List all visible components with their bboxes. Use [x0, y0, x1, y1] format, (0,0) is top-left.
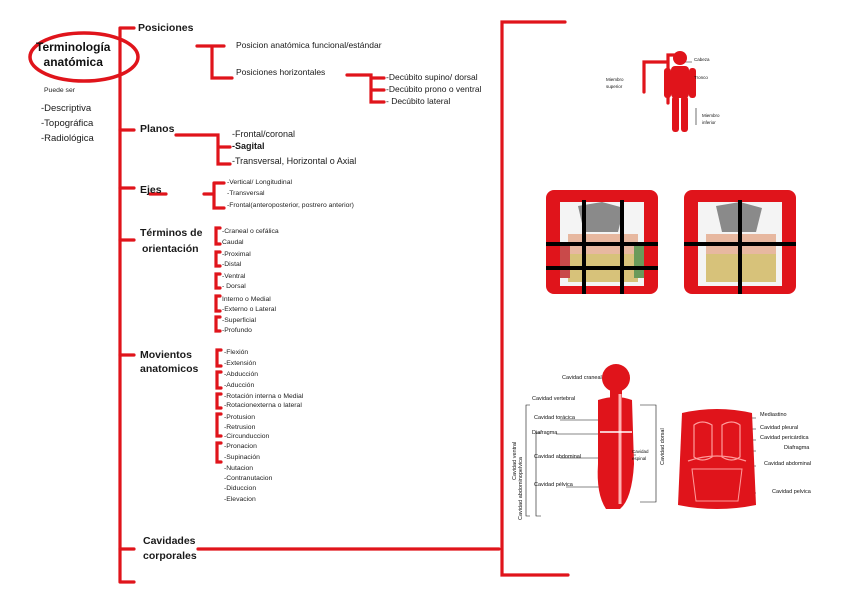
plano-transversal: -Transversal, Horizontal o Axial: [232, 156, 357, 166]
decubito-supino: -Decúbito supino/ dorsal: [386, 72, 478, 82]
label-mediastino: Mediastino: [760, 412, 787, 418]
category-terminos-line1: Términos de: [140, 227, 203, 239]
label-diafragma-torso: Diafragma: [784, 445, 810, 451]
plano-frontal: -Frontal/coronal: [232, 129, 296, 139]
root-title: Terminología anatómica: [36, 40, 110, 70]
label-cavidad-dorsal: Cavidad dorsal: [660, 428, 666, 465]
mov-diduccion: -Diduccion: [224, 485, 257, 492]
category-movientos-line1: Movientos: [140, 349, 192, 361]
mov-supinacion: -Supinación: [224, 454, 260, 461]
mov-aduccion: -Aducción: [224, 382, 255, 389]
eje-frontal: -Frontal(anteroposterior, postrero anter…: [227, 202, 354, 209]
label-cavidad-abdominal: Cavidad abdominal: [534, 454, 582, 460]
mov-contranutacion: -Contranutacion: [224, 475, 273, 482]
posicion-funcional: Posicion anatómica funcional/estándar: [236, 40, 382, 50]
mov-protusion: -Protusion: [224, 414, 255, 421]
root-title-line1: Terminología: [36, 40, 111, 54]
eje-transversal: -Transversal: [227, 190, 265, 197]
label-tronco: Tronco: [694, 75, 708, 80]
label-cavidad-abdominopelvica: Cavidad abdominopelvica: [518, 457, 524, 520]
decubito-lateral: - Decúbito lateral: [386, 96, 451, 106]
orientacion-distal: -Distal: [222, 261, 242, 268]
label-cavidad-toracica: Cavidad torácica: [534, 415, 575, 421]
category-movientos-line2: anatomicos: [140, 363, 199, 375]
torso-cavities-figure: [678, 409, 756, 509]
label-miembro-sup-1: Miembro: [606, 77, 624, 82]
orientacion-dorsal: - Dorsal: [222, 283, 246, 290]
label-cavidad-pelvica: Cavidad pélvica: [534, 482, 573, 488]
orientacion-lateral: -Externo o Lateral: [222, 306, 277, 313]
orientacion-ventral: -Ventral: [222, 273, 246, 280]
posiciones-horizontales: Posiciones horizontales: [236, 67, 326, 77]
mov-flexion: -Flexión: [224, 349, 249, 356]
mov-rotacion-externa: -Rotacionexterna o lateral: [224, 402, 302, 409]
decubito-prono: -Decúbito prono o ventral: [386, 84, 482, 94]
label-cavidad-espinal-2: espinal: [632, 456, 647, 461]
orientacion-proximal: -Proximal: [222, 251, 251, 258]
type-descriptiva: -Descriptiva: [41, 103, 92, 114]
root-title-line2: anatómica: [43, 55, 103, 69]
body-cavities-profile-figure: [597, 364, 634, 509]
mov-retrusion: -Retrusion: [224, 424, 256, 431]
category-terminos-line2: orientación: [142, 243, 199, 255]
eje-vertical: -Vertical/ Longitudinal: [227, 179, 292, 186]
mov-abduccion: -Abducción: [224, 371, 259, 378]
mov-nutacion: -Nutacion: [224, 465, 254, 472]
label-miembro-sup-2: superior: [606, 84, 623, 89]
label-cabeza: Cabeza: [694, 57, 710, 62]
mov-rotacion-interna: -Rotación interna o Medial: [224, 393, 304, 400]
label-cavidad-espinal-1: Cavidad: [632, 449, 649, 454]
orientacion-superficial: -Superficial: [222, 317, 256, 324]
orientacion-caudal: Caudal: [222, 239, 244, 246]
label-cavidad-pericardica: Cavidad pericárdica: [760, 435, 809, 441]
category-cavidades-line1: Cavidades: [143, 535, 196, 547]
category-posiciones: Posiciones: [138, 22, 194, 34]
label-cavidad-craneal: Cavidad craneal: [562, 375, 602, 381]
body-silhouette-figure: [664, 51, 696, 132]
label-miembro-inf-2: inferior: [702, 120, 716, 125]
mov-circunduccion: -Circunduccion: [224, 433, 270, 440]
label-cavidad-pleural: Cavidad pleural: [760, 425, 799, 431]
puede-ser-label: Puede ser: [44, 87, 75, 94]
label-cavidad-vertebral: Cavidad vertebral: [532, 396, 576, 402]
plano-sagital: -Sagital: [232, 141, 265, 151]
label-diafragma: Diafragma: [532, 430, 558, 436]
category-cavidades-line2: corporales: [143, 550, 197, 562]
label-cavidad-pelvica-torso: Cavidad pelvica: [772, 489, 811, 495]
mov-extension: -Extensión: [224, 360, 257, 367]
mov-elevacion: -Elevacion: [224, 496, 256, 503]
category-ejes: Ejes: [140, 184, 162, 196]
orientacion-profundo: -Profundo: [222, 327, 252, 334]
abdominal-regions-figure: [546, 190, 796, 294]
type-topografica: -Topográfica: [41, 118, 94, 129]
orientacion-medial: Interno o Medial: [222, 296, 271, 303]
type-radiologica: -Radiológica: [41, 133, 94, 144]
label-miembro-inf-1: Miembro: [702, 113, 720, 118]
mov-pronacion: -Pronacion: [224, 443, 257, 450]
label-cavidad-abdominal-torso: Cavidad abdominal: [764, 461, 812, 467]
category-planos: Planos: [140, 123, 175, 135]
orientacion-craneal: -Craneal o cefálica: [222, 228, 279, 235]
